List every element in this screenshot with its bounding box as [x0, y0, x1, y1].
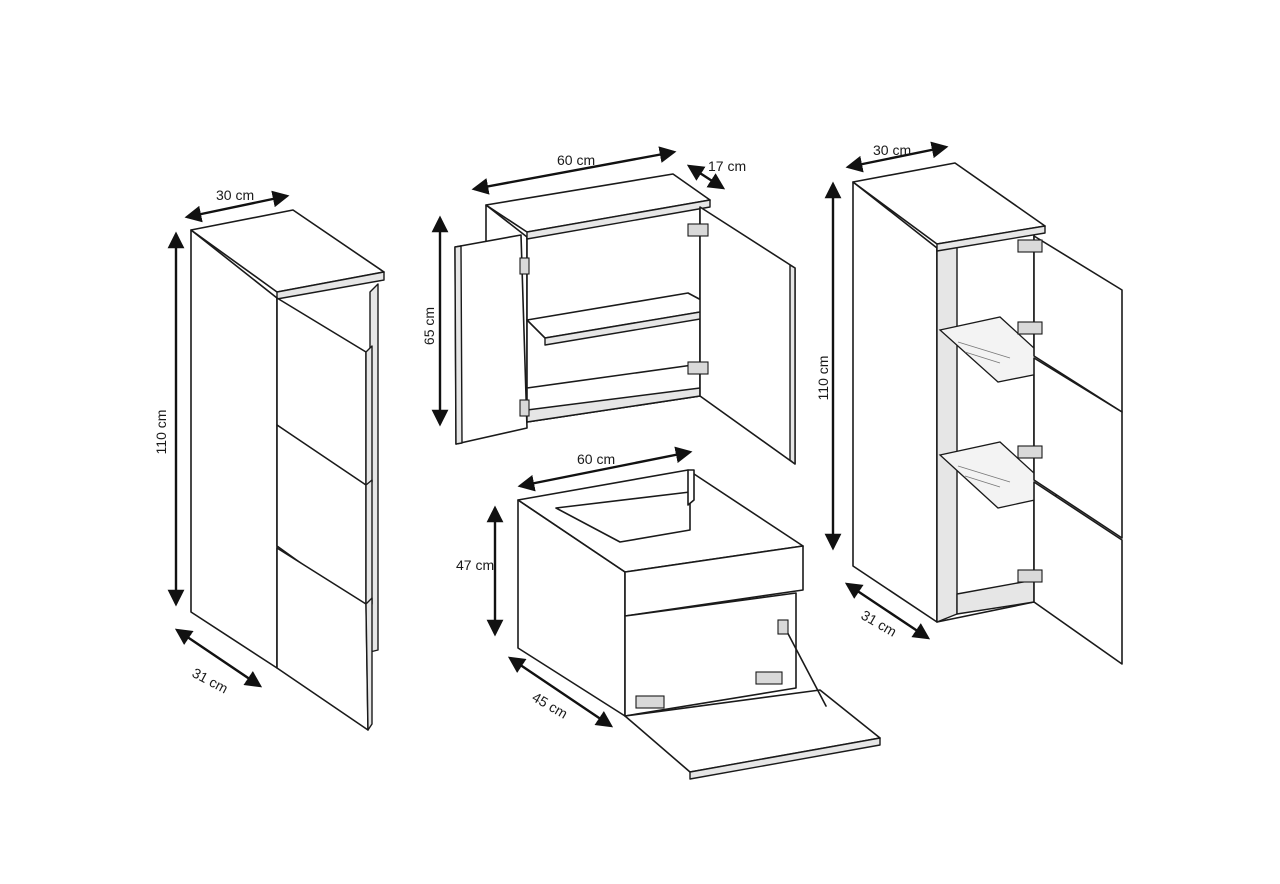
dim-label-width: 60 cm — [577, 451, 615, 467]
right-left-side — [852, 181, 938, 623]
flap-stay-arm — [783, 625, 827, 707]
top-edge — [276, 271, 385, 300]
dim-arrow-depth — [844, 582, 931, 640]
door-middle-edge — [365, 479, 373, 611]
dim-arrow-width — [471, 146, 677, 195]
hinge — [1017, 239, 1043, 253]
hinge — [519, 257, 530, 275]
door-lower-edge — [365, 597, 373, 731]
dim-label-depth: 31 cm — [859, 607, 900, 640]
sink-right-back — [687, 469, 695, 506]
dim-label-width: 30 cm — [216, 187, 254, 203]
dim-arrow-depth — [686, 164, 726, 190]
tall-cabinet-left: 30 cm 110 cm 31 cm — [153, 187, 385, 731]
dim-label-height: 110 cm — [153, 410, 169, 455]
dim-arrow-width — [184, 190, 290, 223]
glass-shine — [957, 341, 1011, 359]
tall-cabinet-right: 30 cm 110 cm 31 cm — [815, 141, 1123, 665]
wall-right-door — [699, 206, 796, 465]
dim-label-width: 60 cm — [557, 152, 595, 168]
wall-left-door-edge — [454, 245, 463, 445]
wall-cabinet: 60 cm 17 cm 65 cm — [421, 146, 796, 465]
hinge — [1017, 569, 1043, 583]
glass-shine — [964, 475, 1001, 488]
sink-interior-back — [624, 592, 797, 717]
hinge — [1017, 321, 1043, 335]
sink-flap-edge — [689, 737, 881, 780]
wall-left-door — [454, 234, 528, 445]
hinge — [777, 619, 789, 635]
sink-back-inner — [555, 491, 691, 543]
hinge — [635, 695, 665, 709]
hinge — [687, 223, 709, 237]
dim-arrow-depth — [174, 628, 263, 688]
hinge — [1017, 445, 1043, 459]
dim-label-height: 47 cm — [456, 557, 494, 573]
dim-arrow-width — [517, 446, 693, 492]
right-door-lower — [1033, 481, 1123, 665]
sink-cabinet: 60 cm 47 cm 45 cm — [456, 446, 881, 780]
hinge — [687, 361, 709, 375]
right-inner-side — [936, 244, 958, 623]
left-side-panel — [190, 229, 278, 669]
hinge — [755, 671, 783, 685]
door-upper-edge — [365, 345, 373, 489]
dim-label-depth: 31 cm — [190, 665, 231, 697]
right-top-edge — [936, 225, 1046, 252]
hinge — [519, 399, 530, 417]
dim-label-height: 65 cm — [421, 307, 437, 345]
dim-label-depth: 17 cm — [708, 158, 746, 174]
sink-front-rail — [624, 545, 804, 617]
dim-label-width: 30 cm — [873, 142, 911, 158]
right-door-middle — [1033, 357, 1123, 539]
dim-label-height: 110 cm — [815, 356, 831, 401]
dim-arrow-width — [845, 141, 949, 173]
dim-arrow-depth — [507, 656, 614, 728]
wall-right-door-edge — [789, 264, 796, 465]
wall-top-edge — [526, 199, 711, 240]
glass-shine — [964, 351, 1001, 364]
glass-shine — [957, 465, 1011, 483]
